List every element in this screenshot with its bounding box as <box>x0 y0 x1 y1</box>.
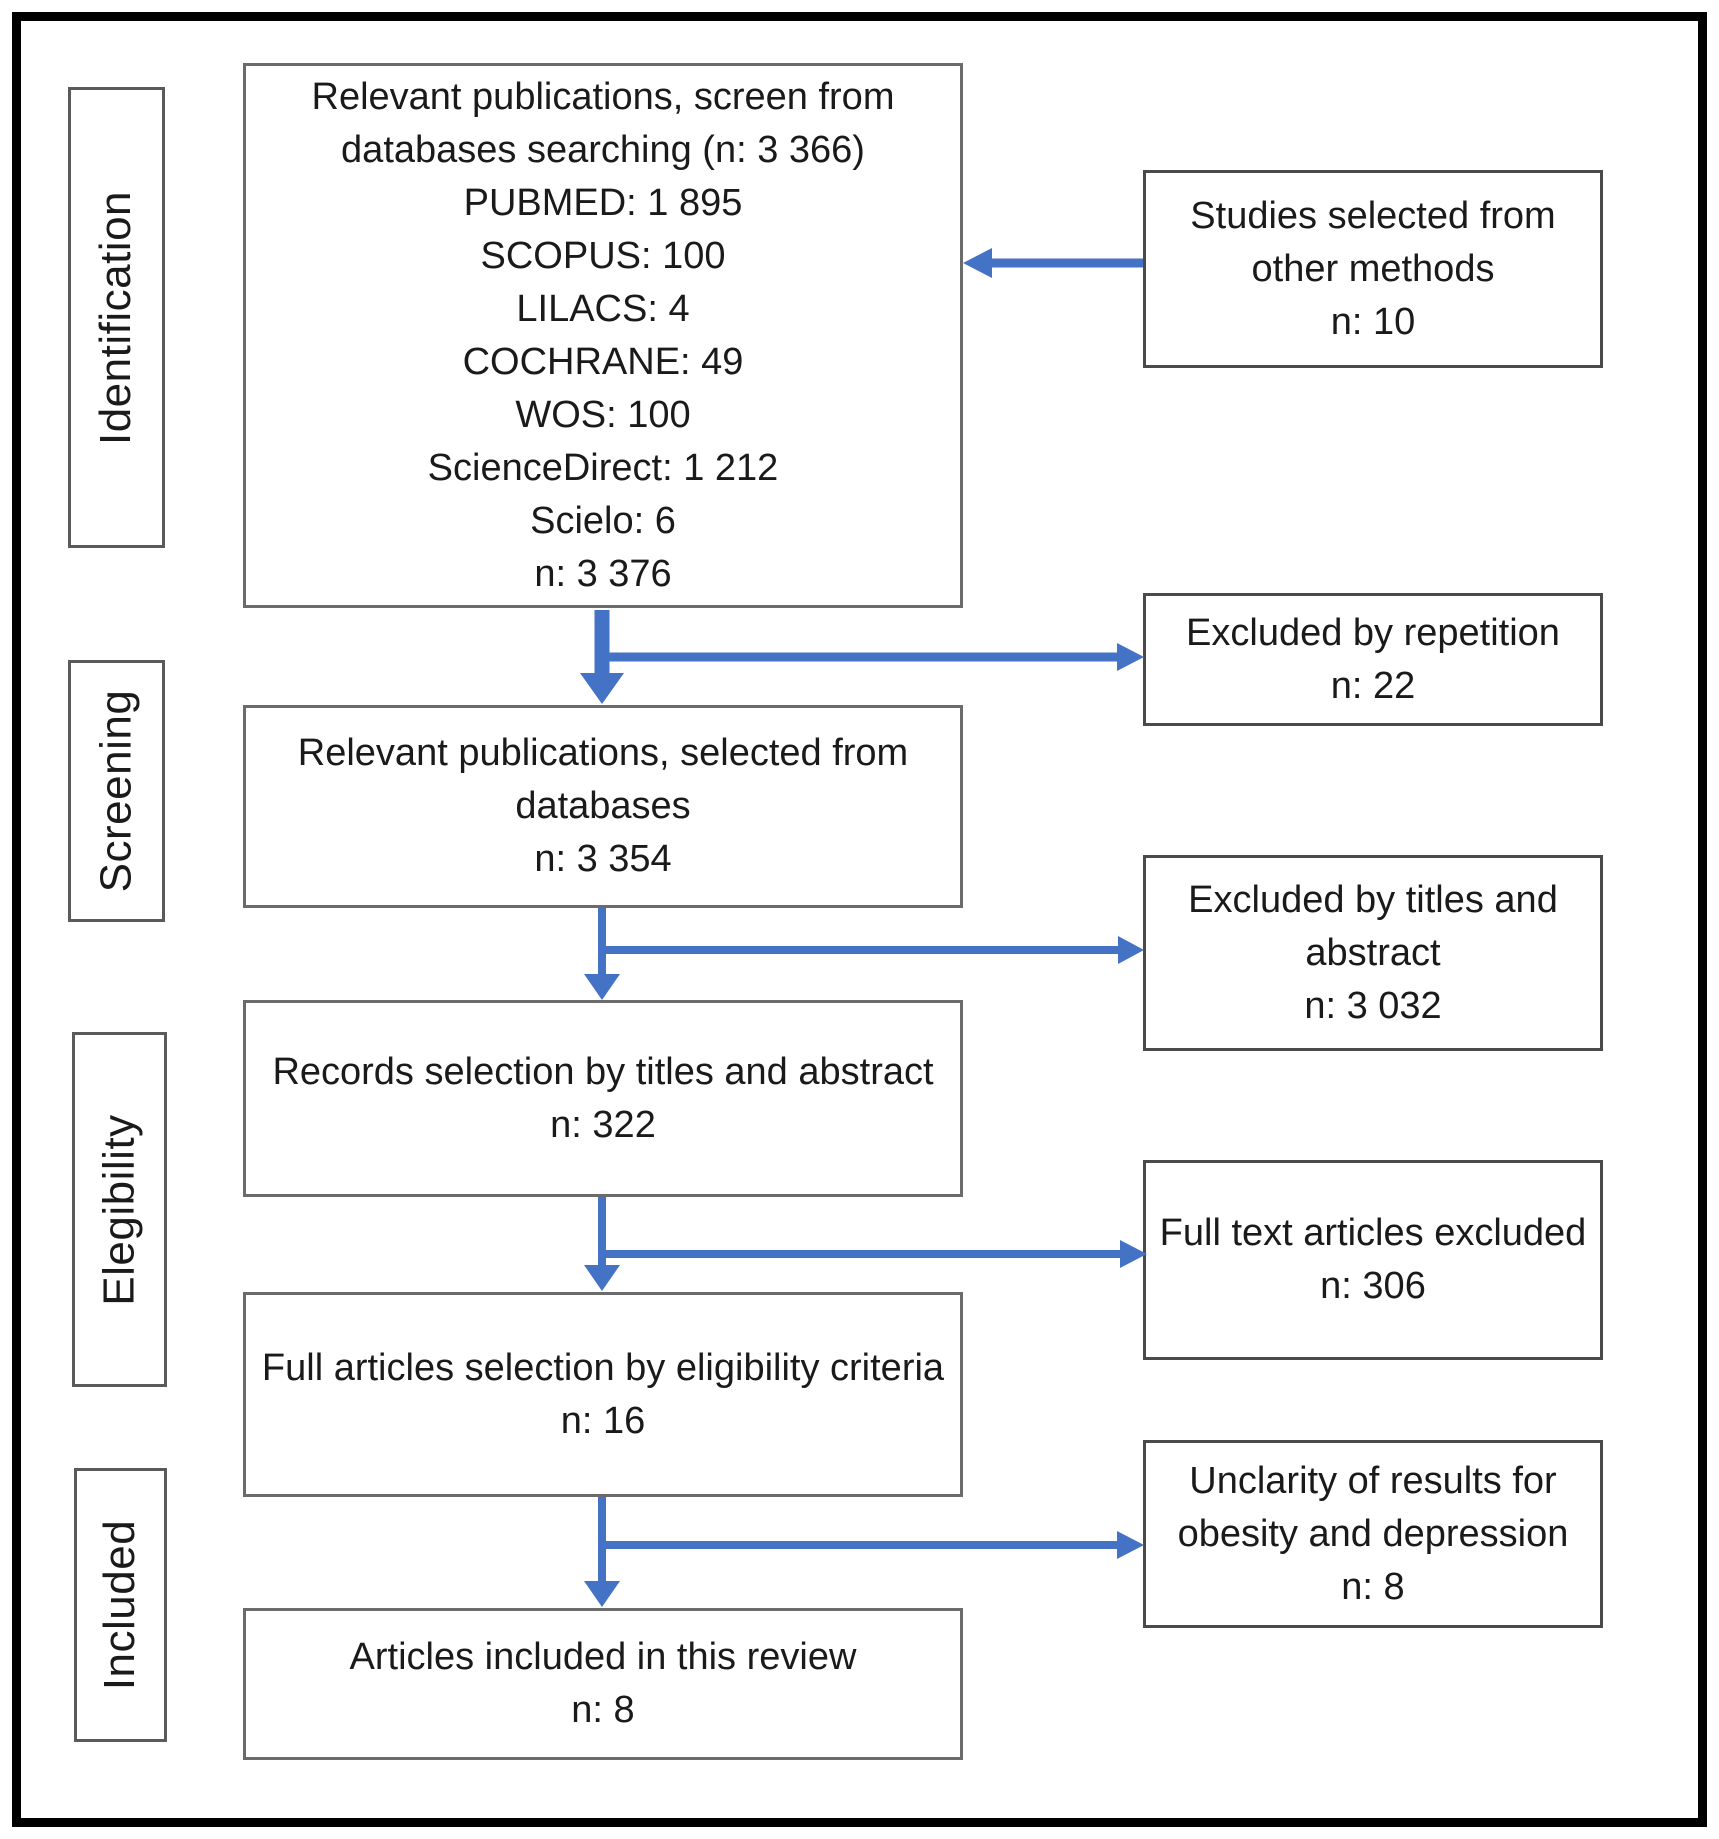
box-line: n: 322 <box>550 1103 656 1146</box>
arrow-branch-excluded-repetition <box>602 643 1144 671</box>
box-excluded-titles-abstract: Excluded by titles and abstract n: 3 032 <box>1143 855 1603 1051</box>
box-databases-searched: Relevant publications, screen from datab… <box>243 63 963 608</box>
box-records-titles-abstract: Records selection by titles and abstract… <box>243 1000 963 1197</box>
box-line: n: 10 <box>1330 300 1416 343</box>
box-articles-included: Articles included in this review n: 8 <box>243 1608 963 1760</box>
stage-label-identification: Identification <box>68 87 165 548</box>
box-line: Unclarity of results for obesity and dep… <box>1177 1459 1569 1555</box>
box-other-methods: Studies selected from other methods n: 1… <box>1143 170 1603 368</box>
box-selected-from-databases: Relevant publications, selected from dat… <box>243 705 963 908</box>
arrow-branch-excluded-titles-abstract <box>602 936 1144 964</box>
arrow-branch-unclarity <box>602 1531 1144 1559</box>
box-line: Articles included in this review <box>349 1636 857 1678</box>
box-line: Full text articles excluded <box>1159 1212 1587 1254</box>
stage-label-screening: Screening <box>68 660 165 922</box>
box-line: Records selection by titles and abstract <box>272 1050 934 1093</box>
box-line: Full articles selection by eligibility c… <box>261 1346 945 1389</box>
box-line: SCOPUS: 100 <box>480 234 726 277</box>
outer-frame <box>12 12 1707 1827</box>
box-unclarity-results: Unclarity of results for obesity and dep… <box>1143 1440 1603 1628</box>
arrow-full-articles-to-included <box>584 1497 620 1607</box>
arrow-identification-to-screening <box>580 610 624 704</box>
box-line: COCHRANE: 49 <box>462 340 744 383</box>
box-line: LILACS: 4 <box>516 287 690 330</box>
box-line: ScienceDirect: 1 212 <box>427 446 779 489</box>
box-line: Studies selected from other methods <box>1190 194 1556 290</box>
box-full-articles-eligibility: Full articles selection by eligibility c… <box>243 1292 963 1497</box>
box-line: n: 16 <box>560 1399 646 1442</box>
box-full-text-excluded: Full text articles excluded n: 306 <box>1143 1160 1603 1360</box>
stage-label-included: Included <box>74 1468 167 1742</box>
box-excluded-repetition: Excluded by repetition n: 22 <box>1143 593 1603 726</box>
box-line: PUBMED: 1 895 <box>463 181 743 224</box>
box-line: Scielo: 6 <box>530 499 676 542</box>
box-line: Excluded by repetition <box>1186 611 1560 654</box>
box-line: n: 3 376 <box>534 552 672 595</box>
box-line: n: 3 354 <box>534 838 672 880</box>
box-line: n: 306 <box>1320 1265 1426 1307</box>
arrow-screening-to-records <box>584 908 620 1000</box>
box-line: n: 8 <box>1341 1565 1405 1608</box>
arrow-other-methods-to-identification <box>963 248 1143 278</box>
box-line: WOS: 100 <box>515 393 691 436</box>
arrow-records-to-full-articles <box>584 1197 620 1291</box>
box-line: Relevant publications, selected from dat… <box>297 732 909 827</box>
arrow-branch-full-text-excluded <box>602 1240 1147 1268</box>
stage-label-elegibility: Elegibility <box>72 1032 167 1387</box>
box-line: n: 22 <box>1330 664 1416 707</box>
box-line: n: 8 <box>571 1689 635 1731</box>
box-line: Relevant publications, screen from datab… <box>311 75 895 171</box>
box-line: Excluded by titles and abstract <box>1188 878 1558 974</box>
box-line: n: 3 032 <box>1304 984 1442 1027</box>
